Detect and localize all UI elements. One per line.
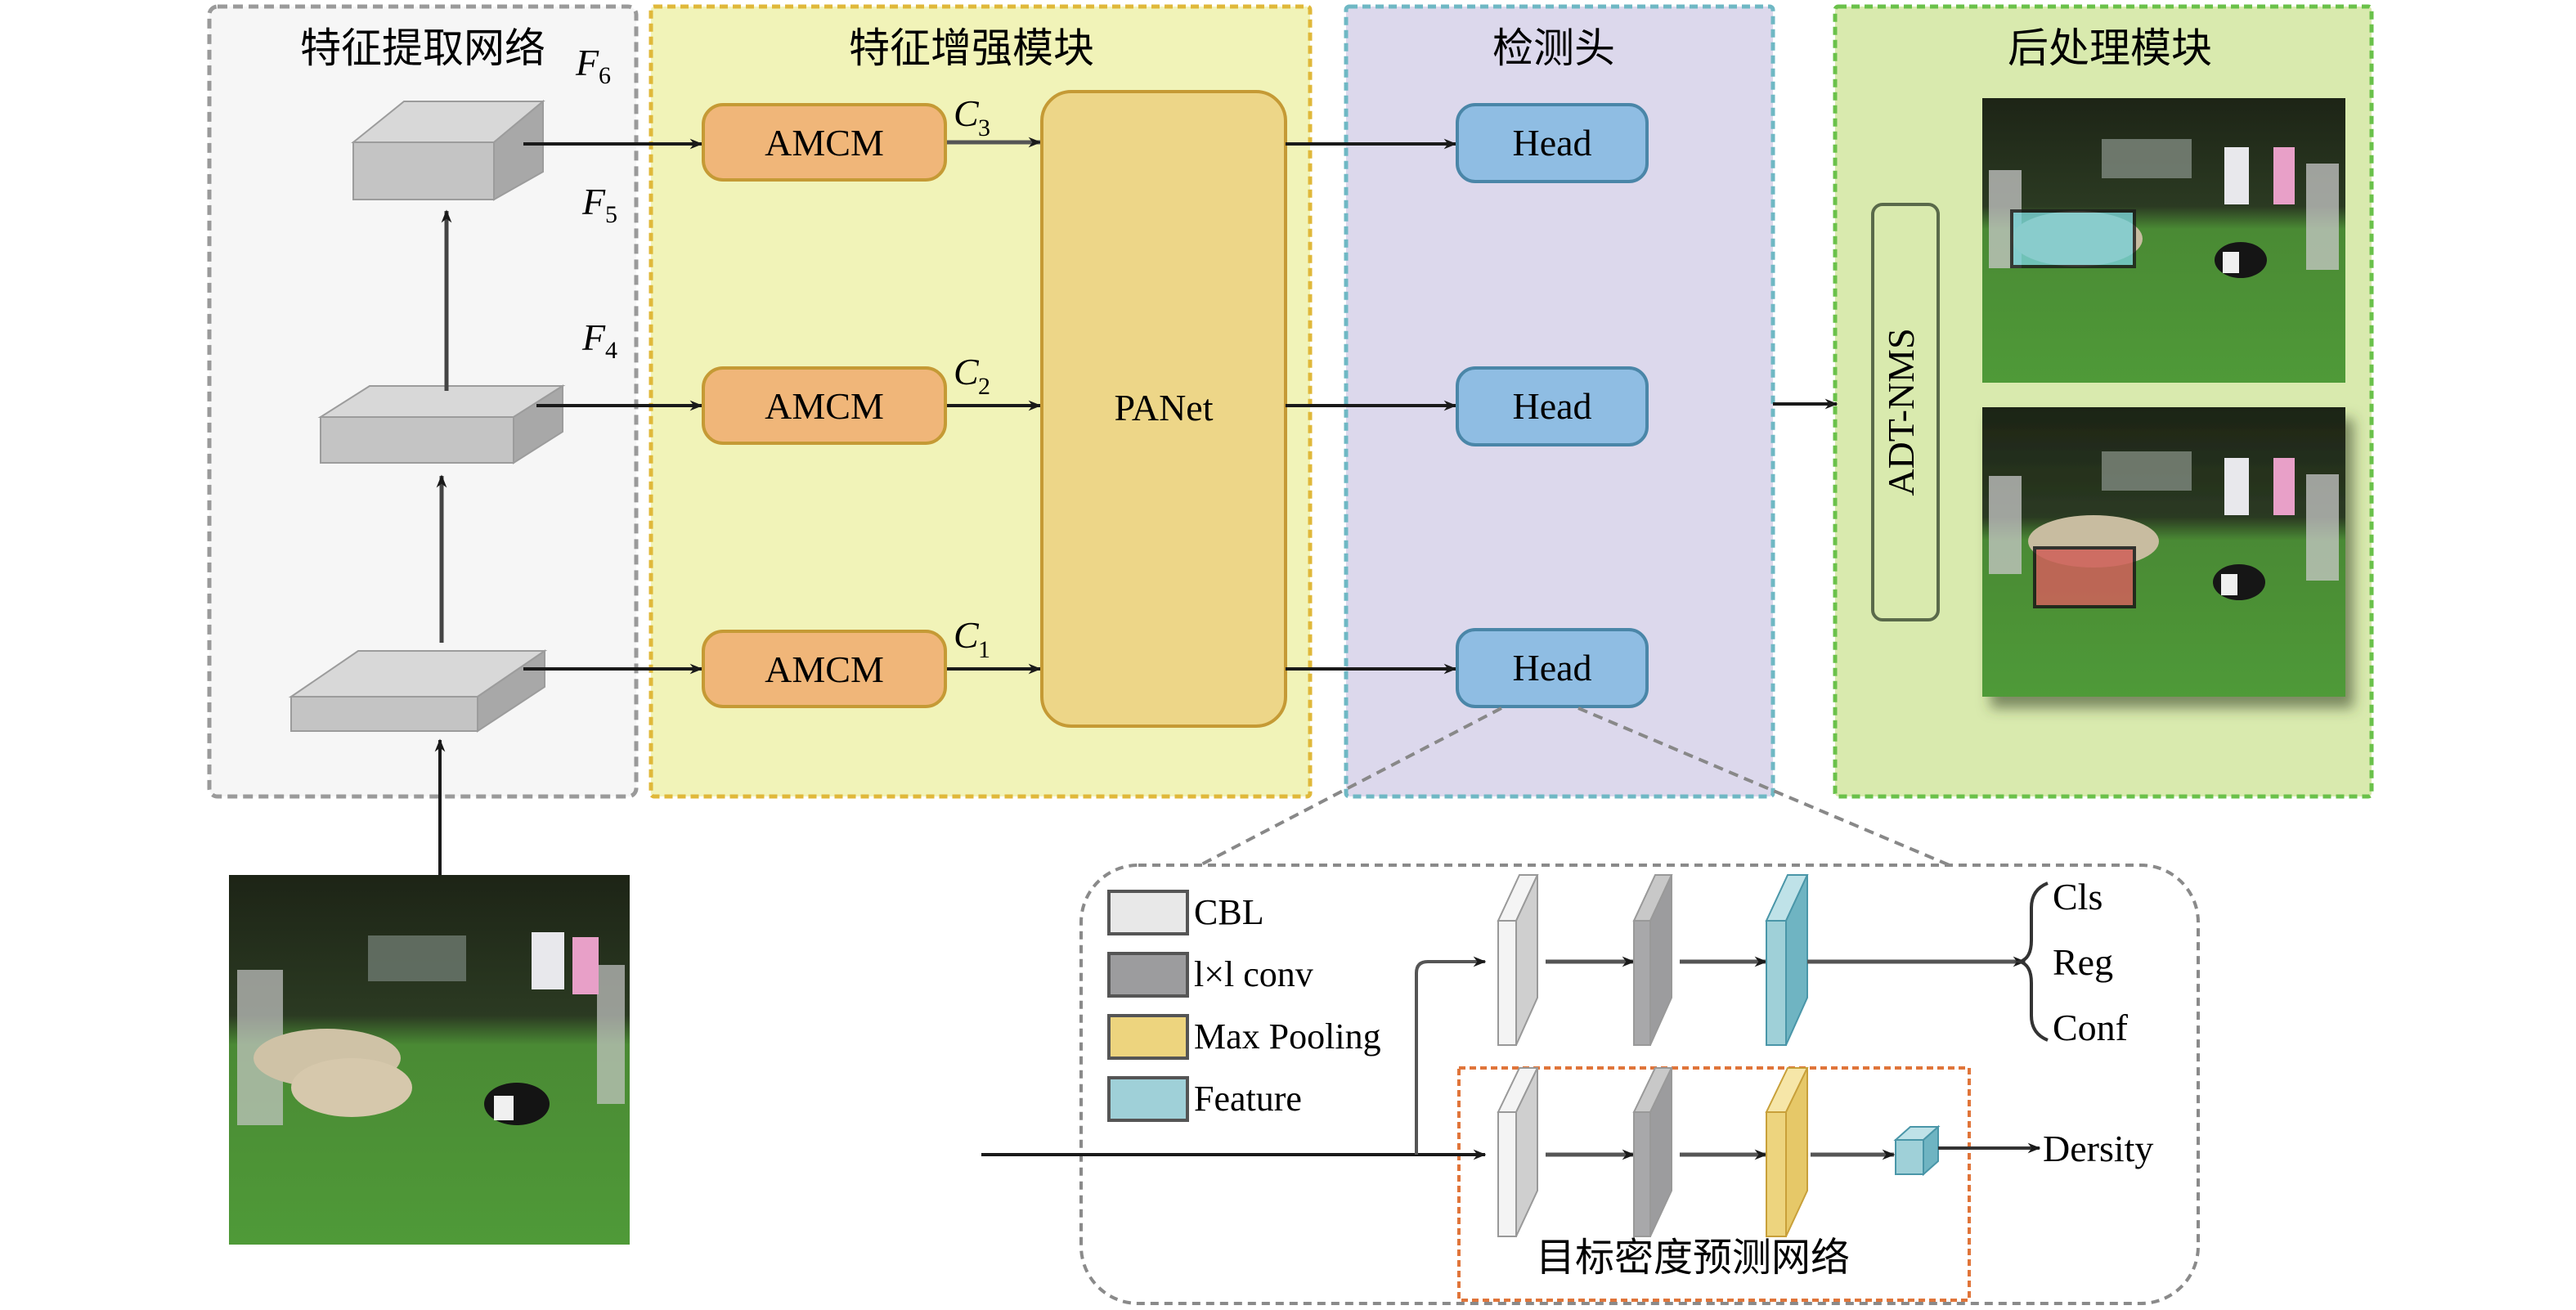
density-net-title: 目标密度预测网络 [1536, 1235, 1850, 1281]
result-image-bottom [1982, 407, 2345, 697]
density-output-label: Dersity [2043, 1128, 2153, 1169]
svg-text:C: C [954, 351, 980, 393]
output-conf: Conf [2053, 1007, 2129, 1048]
svg-text:Feature: Feature [1194, 1079, 1302, 1119]
svg-text:C: C [954, 614, 980, 656]
result-image-top [1982, 98, 2345, 383]
density-net-box [1457, 1066, 1971, 1302]
svg-text:5: 5 [605, 201, 617, 228]
top-cbl-layer [1497, 874, 1539, 1046]
svg-text:F: F [581, 316, 606, 358]
amcm-block-3[interactable]: AMCM [702, 630, 947, 708]
legend-item-cbl: CBL [1107, 890, 1264, 935]
bottom-cbl-layer [1497, 1067, 1539, 1237]
zoom-connector-right [1577, 707, 1962, 872]
amcm-block-2[interactable]: AMCM [702, 366, 947, 445]
amcm-block-1[interactable]: AMCM [702, 103, 947, 182]
feature-map-f4 [288, 649, 548, 733]
bottom-conv-layer [1632, 1067, 1673, 1237]
zoom-connector-left [1190, 707, 1502, 872]
svg-text:AMCM: AMCM [765, 648, 884, 690]
svg-text:3: 3 [978, 114, 990, 141]
detection-head-title: 检测头 [1492, 25, 1615, 72]
svg-text:AMCM: AMCM [765, 122, 884, 164]
feature-map-f5 [317, 384, 566, 464]
svg-text:F: F [581, 181, 606, 222]
svg-text:Max Pooling: Max Pooling [1194, 1016, 1381, 1057]
svg-text:Head: Head [1512, 122, 1591, 164]
svg-text:l×l conv: l×l conv [1194, 954, 1313, 994]
top-feature-layer [1765, 874, 1809, 1046]
svg-text:1: 1 [978, 636, 990, 663]
outputs-brace [2013, 882, 2049, 1042]
output-cls: Cls [2053, 876, 2103, 917]
legend-item-maxpool: Max Pooling [1107, 1014, 1381, 1060]
adt-nms-block[interactable]: ADT-NMS [1871, 203, 1940, 621]
svg-text:Head: Head [1512, 385, 1591, 427]
svg-text:2: 2 [978, 373, 990, 400]
svg-text:AMCM: AMCM [765, 385, 884, 427]
top-conv-layer [1632, 874, 1673, 1046]
head-block-2[interactable]: Head [1456, 366, 1649, 446]
output-reg: Reg [2053, 941, 2113, 983]
legend: CBL l×l conv Max Pooling Feature [1107, 890, 1381, 1122]
svg-text:Head: Head [1512, 647, 1591, 689]
feature-map-f6 [351, 99, 545, 201]
svg-text:C: C [954, 92, 980, 134]
svg-text:4: 4 [605, 337, 617, 364]
legend-item-conv: l×l conv [1107, 952, 1313, 998]
feature-extraction-title: 特征提取网络 [300, 25, 545, 72]
head-block-1[interactable]: Head [1456, 103, 1649, 183]
panet-block[interactable]: PANet [1040, 90, 1287, 728]
svg-text:ADT-NMS: ADT-NMS [1880, 328, 1922, 496]
density-cube [1893, 1124, 1941, 1177]
post-processing-title: 后处理模块 [2008, 25, 2212, 72]
svg-text:CBL: CBL [1194, 892, 1264, 932]
head-block-3[interactable]: Head [1456, 628, 1649, 708]
svg-text:F: F [575, 42, 599, 83]
head-detail-panel [1079, 864, 2200, 1305]
svg-text:PANet: PANet [1115, 387, 1214, 428]
detail-branch-line [1415, 956, 1487, 1155]
legend-item-feature: Feature [1107, 1076, 1302, 1122]
feature-enhancement-title: 特征增强模块 [849, 25, 1094, 72]
svg-text:6: 6 [599, 62, 611, 89]
bottom-maxpool-layer [1765, 1067, 1809, 1237]
input-image [229, 875, 630, 1245]
